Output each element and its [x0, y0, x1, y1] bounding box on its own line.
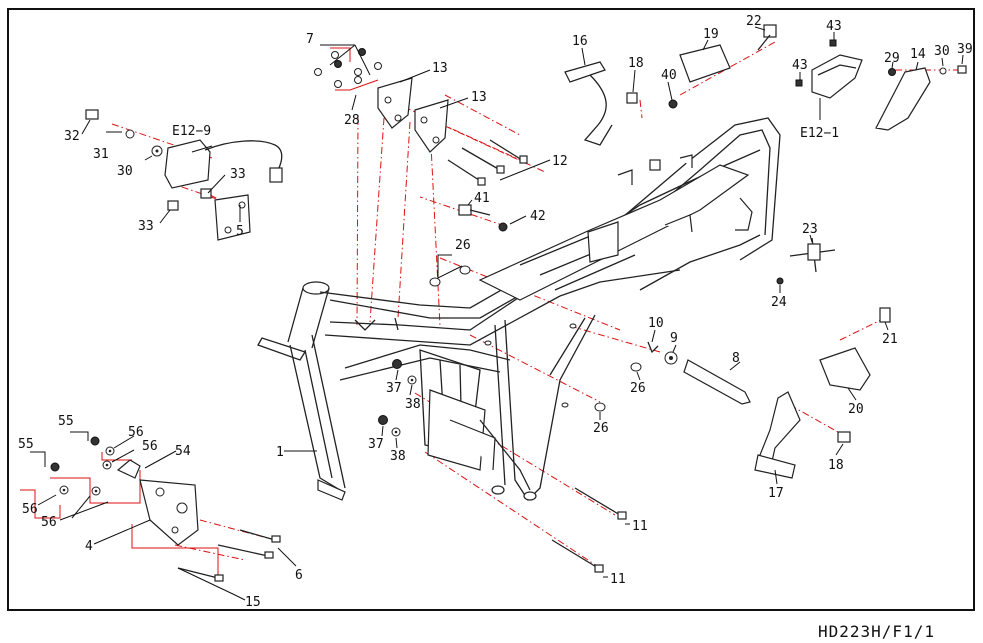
label-part-30a: 30: [117, 164, 133, 179]
sensor-e12-9: [85, 109, 283, 241]
brake-pedal-16: [564, 61, 638, 146]
label-part-7: 7: [306, 32, 314, 47]
label-part-13a: 13: [432, 61, 448, 76]
label-part-15: 15: [245, 595, 261, 610]
label-part-9: 9: [670, 331, 678, 346]
label-part-31: 31: [93, 147, 109, 162]
label-part-22: 22: [746, 14, 762, 29]
label-part-43b: 43: [792, 58, 808, 73]
bolts-6-15: [177, 529, 281, 582]
shift-pedal-17: [754, 391, 851, 479]
footpeg-20: [819, 307, 891, 391]
label-part-e12-9: E12−9: [172, 124, 211, 139]
washers-26: [429, 265, 642, 412]
engine-mount-brackets-13: [314, 48, 449, 153]
label-part-26a: 26: [455, 238, 471, 253]
label-part-55a: 55: [58, 414, 74, 429]
label-part-26b: 26: [630, 381, 646, 396]
label-part-6: 6: [295, 568, 303, 583]
label-part-13b: 13: [471, 90, 487, 105]
part-labels: 1 4 5 6 7 8 9 10 11 11 12 13 13 14 15 16…: [18, 14, 973, 610]
module-e12-1: [795, 39, 863, 99]
label-part-26c: 26: [593, 421, 609, 436]
label-part-37a: 37: [386, 381, 402, 396]
footpeg-19: [668, 24, 777, 109]
label-part-16: 16: [572, 34, 588, 49]
label-part-32: 32: [64, 129, 80, 144]
label-part-12: 12: [552, 154, 568, 169]
label-part-29: 29: [884, 51, 900, 66]
footrest-bracket: [116, 459, 199, 546]
label-part-56a: 56: [128, 425, 144, 440]
drawing-border: [7, 8, 975, 611]
label-part-42: 42: [530, 209, 546, 224]
label-part-19: 19: [703, 27, 719, 42]
label-part-20: 20: [848, 402, 864, 417]
bolts-11: [551, 487, 627, 573]
label-part-54: 54: [175, 444, 191, 459]
label-part-33a: 33: [230, 167, 246, 182]
label-part-30b: 30: [934, 44, 950, 59]
label-part-18b: 18: [828, 458, 844, 473]
label-part-1: 1: [276, 445, 284, 460]
bolts-12: [447, 139, 528, 186]
label-part-10: 10: [648, 316, 664, 331]
label-part-39: 39: [957, 42, 973, 57]
bolt-41-nut-42: [458, 204, 508, 232]
label-part-56b: 56: [142, 439, 158, 454]
main-frame: [257, 117, 781, 502]
label-part-28: 28: [344, 113, 360, 128]
label-part-33b: 33: [138, 219, 154, 234]
drawing-code: HD223H/F1/1: [818, 622, 935, 641]
label-part-11b: 11: [610, 572, 626, 587]
label-part-38b: 38: [390, 449, 406, 464]
pin-23: [776, 237, 836, 285]
label-part-38a: 38: [405, 397, 421, 412]
label-part-41: 41: [474, 191, 490, 206]
label-part-14: 14: [910, 47, 926, 62]
label-part-17: 17: [768, 486, 784, 501]
label-part-8: 8: [732, 351, 740, 366]
leader-lines: [30, 26, 964, 601]
washers-and-nuts-55-56: [50, 436, 115, 496]
label-part-4: 4: [85, 539, 93, 554]
label-part-e12-1: E12−1: [800, 126, 839, 141]
label-part-23: 23: [802, 222, 818, 237]
pivot-pin-8: [647, 341, 751, 405]
label-part-24: 24: [771, 295, 787, 310]
label-part-5: 5: [236, 224, 244, 239]
label-part-11a: 11: [632, 519, 648, 534]
label-part-37b: 37: [368, 437, 384, 452]
label-part-40: 40: [661, 68, 677, 83]
label-part-21: 21: [882, 332, 898, 347]
label-part-55b: 55: [18, 437, 34, 452]
label-part-43a: 43: [826, 19, 842, 34]
label-part-56c: 56: [22, 502, 38, 517]
side-stand-14: [875, 65, 967, 131]
label-part-56d: 56: [41, 515, 57, 530]
nuts-washers-37-38: [378, 359, 417, 437]
label-part-18a: 18: [628, 56, 644, 71]
